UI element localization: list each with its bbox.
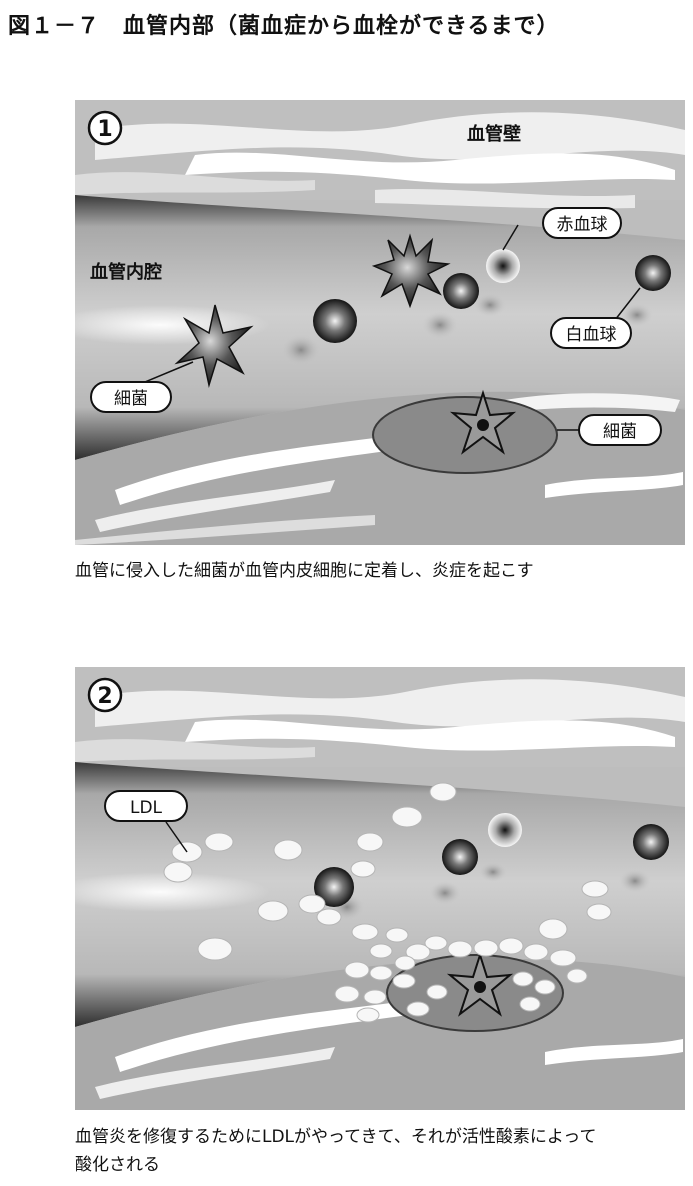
panel-2-illustration: 2 LDL <box>75 667 685 1110</box>
panel-2-caption: 血管炎を修復するためにLDLがやってきて、それが活性酸素によって 酸化される <box>75 1123 690 1179</box>
panel-1-caption-text: 血管に侵入した細菌が血管内皮細胞に定着し、炎症を起こす <box>75 561 534 581</box>
panel-2-caption-line-1: 血管炎を修復するためにLDLがやってきて、それが活性酸素によって <box>75 1127 597 1147</box>
label-bacteria-blood: 細菌 <box>114 389 148 409</box>
bacterium-in-blood-icon <box>371 233 451 309</box>
label-white-blood-cell: 白血球 <box>566 325 617 345</box>
label-vessel-wall: 血管壁 <box>467 123 521 145</box>
red-blood-cell <box>488 813 522 847</box>
panel-2-badge <box>87 677 123 713</box>
white-blood-cell <box>633 824 669 860</box>
white-blood-cell <box>314 867 354 907</box>
embedded-bacterium-icon <box>449 389 517 455</box>
panel-1-number: 1 <box>97 117 112 142</box>
white-blood-cell <box>443 273 479 309</box>
white-blood-cell <box>442 839 478 875</box>
vessel-lumen <box>75 762 685 1027</box>
panel-2-caption-line-2: 酸化される <box>75 1155 160 1175</box>
figure-title: 図１－７ 血管内部（菌血症から血栓ができるまで） <box>8 14 560 39</box>
red-blood-cell <box>486 249 520 283</box>
vessel-lumen <box>75 195 685 460</box>
embedded-bacterium-icon <box>446 951 514 1017</box>
label-red-blood-cell: 赤血球 <box>557 215 608 235</box>
panel-1-svg: 1 血管壁 血管内腔 赤血球 白血球 細菌 細菌 <box>75 100 685 545</box>
label-lumen: 血管内腔 <box>90 261 162 283</box>
panel-2-svg: 2 LDL <box>75 667 685 1110</box>
bacterium-in-blood-icon <box>174 304 254 388</box>
panel-2-number: 2 <box>97 684 112 709</box>
white-blood-cell <box>313 299 357 343</box>
plaque-ellipse <box>372 396 558 474</box>
label-ldl: LDL <box>130 798 163 818</box>
panel-1-illustration: 1 血管壁 血管内腔 赤血球 白血球 細菌 細菌 <box>75 100 685 545</box>
label-bacteria-wall: 細菌 <box>603 422 637 442</box>
white-blood-cell <box>635 255 671 291</box>
ldl-particles <box>163 782 612 1023</box>
panel-1-badge <box>87 110 123 146</box>
panel-1-caption: 血管に侵入した細菌が血管内皮細胞に定着し、炎症を起こす <box>75 557 690 585</box>
